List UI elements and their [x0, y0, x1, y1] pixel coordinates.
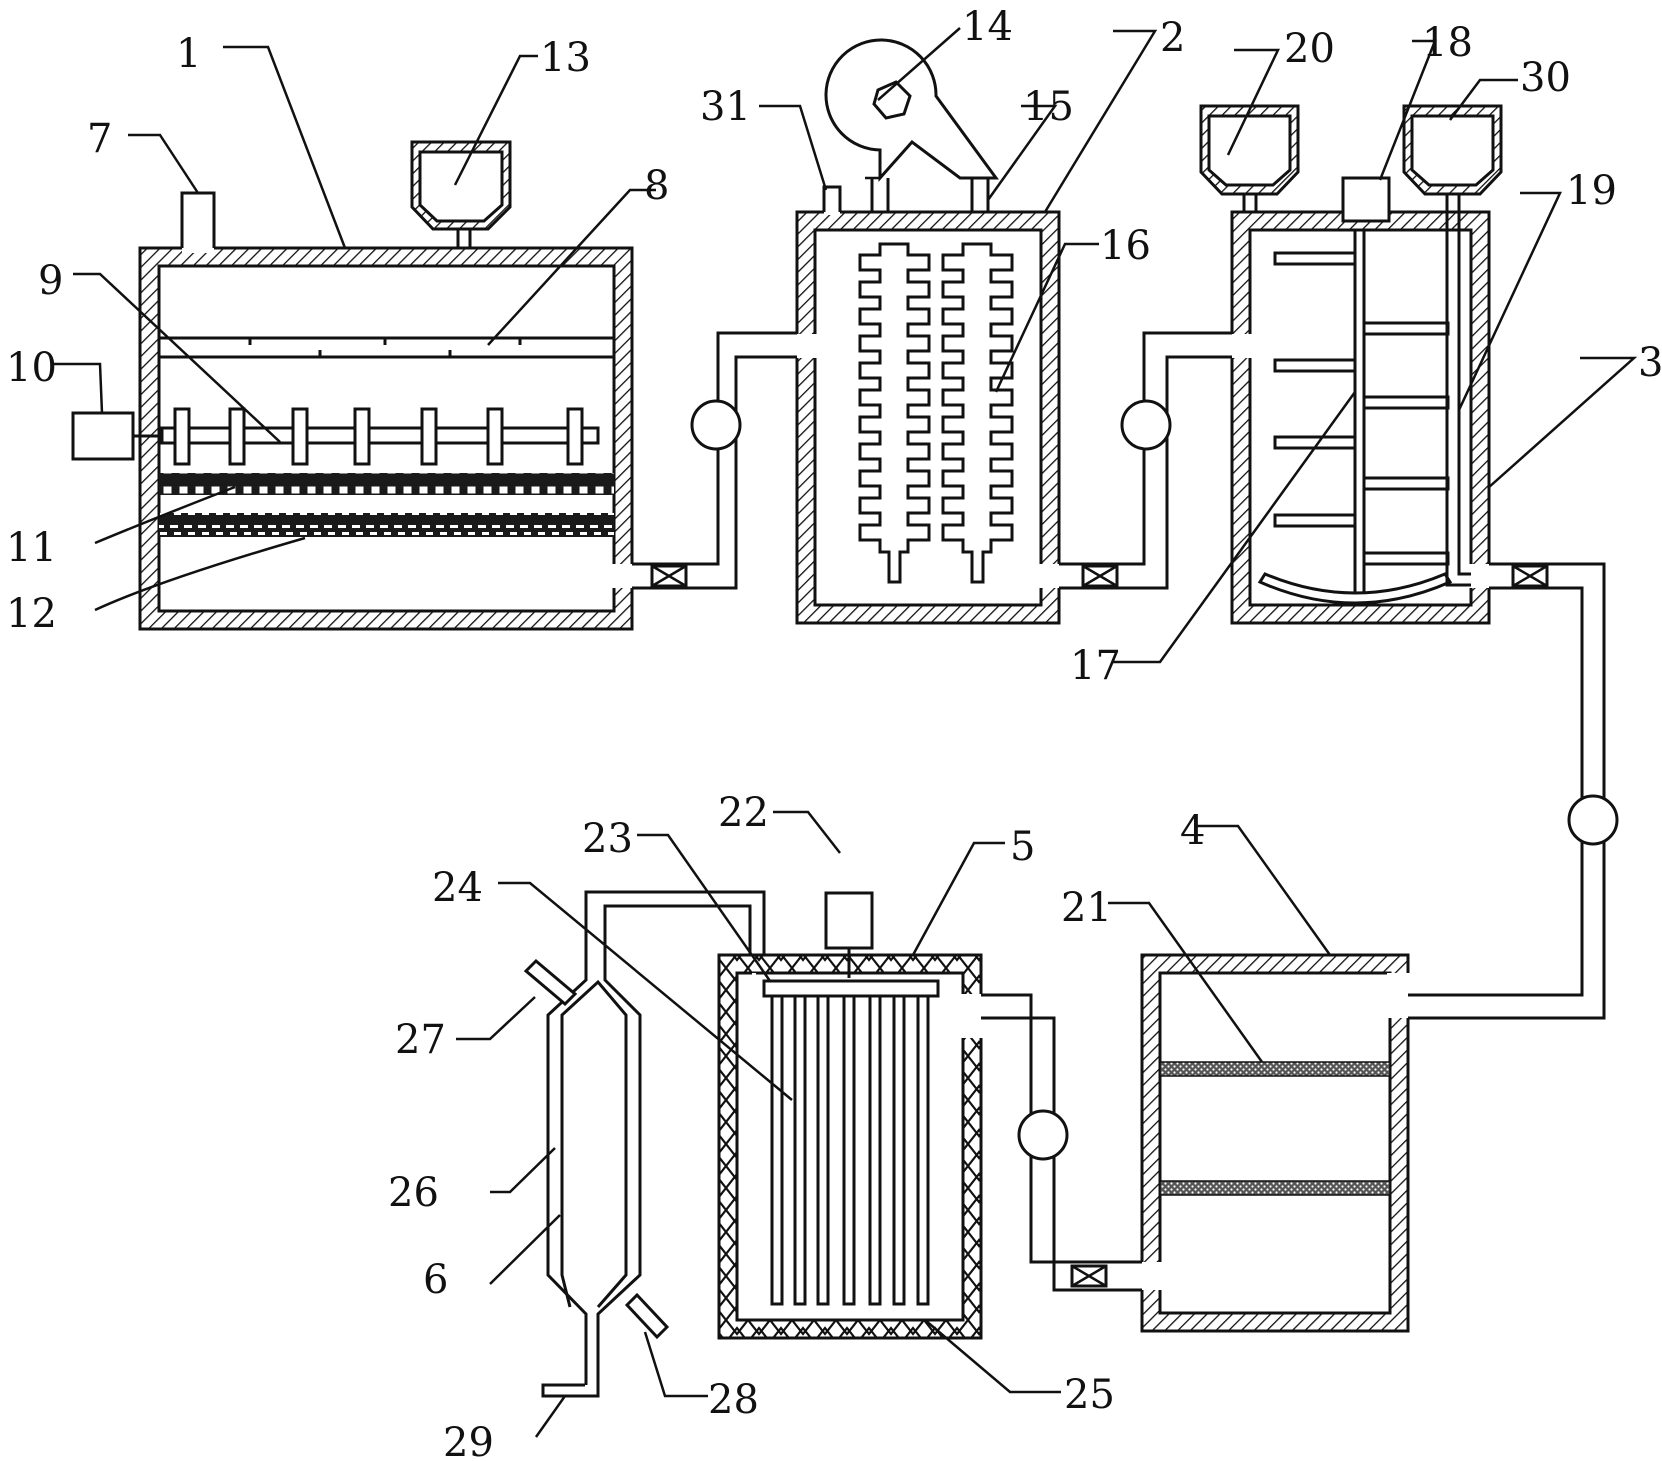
label-2: 2 — [1160, 15, 1185, 61]
valve-4 — [1070, 1264, 1108, 1288]
label-30: 30 — [1520, 55, 1571, 101]
stirrer-blades — [1273, 251, 1450, 566]
tank-5 — [717, 891, 985, 1340]
aeration-column-left — [858, 242, 931, 584]
label-24: 24 — [432, 865, 483, 911]
tank-4-wall — [1140, 953, 1410, 1333]
aeration-column-right — [941, 242, 1014, 584]
label-14: 14 — [962, 4, 1013, 50]
separator-inner — [560, 979, 628, 1308]
tank-5-insulated-wall — [717, 953, 983, 1340]
label-17: 17 — [1070, 643, 1121, 689]
label-8: 8 — [644, 163, 669, 209]
label-28: 28 — [708, 1377, 759, 1423]
electrode-header — [762, 979, 940, 998]
motor-box — [71, 411, 135, 461]
label-7: 7 — [87, 116, 112, 162]
hopper-20 — [1199, 104, 1300, 196]
stirrer-shaft-17 — [1353, 230, 1366, 597]
pump-2 — [1120, 399, 1172, 451]
label-9: 9 — [38, 258, 63, 304]
valve-2 — [1081, 564, 1119, 588]
label-18: 18 — [1422, 20, 1473, 66]
valves — [650, 564, 1549, 1288]
leader-lines — [53, 27, 1638, 1438]
tank-3-wall — [1230, 210, 1491, 625]
label-31: 31 — [700, 84, 751, 130]
label-22: 22 — [718, 790, 769, 836]
label-3: 3 — [1638, 340, 1662, 386]
label-21: 21 — [1061, 885, 1112, 931]
hopper-30 — [1402, 104, 1503, 196]
label-6: 6 — [423, 1257, 448, 1303]
filter-layer-12 — [159, 513, 614, 537]
generator-14 — [824, 38, 999, 182]
label-23: 23 — [582, 816, 633, 862]
label-25: 25 — [1064, 1372, 1115, 1418]
pump-1 — [690, 399, 742, 451]
tank-1 — [71, 140, 636, 631]
motor-22 — [824, 891, 874, 950]
filter-21-lower — [1159, 1180, 1391, 1196]
label-16: 16 — [1100, 223, 1151, 269]
label-13: 13 — [540, 35, 591, 81]
separator-6 — [523, 890, 766, 1398]
motor-18 — [1341, 176, 1391, 223]
tank-1-wall — [138, 246, 634, 631]
label-5: 5 — [1010, 824, 1035, 870]
label-1: 1 — [176, 31, 201, 77]
pump-3 — [1567, 794, 1619, 846]
label-10: 10 — [6, 345, 57, 391]
label-15: 15 — [1023, 84, 1074, 130]
label-29: 29 — [443, 1420, 494, 1461]
pump-4 — [1017, 1109, 1069, 1161]
tank-3 — [1199, 104, 1503, 625]
label-20: 20 — [1284, 26, 1335, 72]
filter-layer-11 — [159, 473, 614, 495]
label-19: 19 — [1566, 168, 1617, 214]
spray-plate — [159, 336, 614, 359]
pumps — [690, 399, 1619, 1161]
label-4: 4 — [1180, 808, 1205, 854]
nozzle-28 — [624, 1292, 670, 1340]
label-27: 27 — [395, 1017, 446, 1063]
tank-2 — [795, 38, 1062, 625]
scraper-bottom — [1257, 572, 1453, 605]
nozzle-27 — [523, 958, 578, 1007]
electrode-rods — [770, 994, 930, 1306]
label-26: 26 — [388, 1170, 439, 1216]
filter-21-upper — [1159, 1061, 1391, 1077]
stirring-paddles — [173, 407, 584, 466]
valve-1 — [650, 564, 688, 588]
stirring-shaft — [160, 426, 600, 445]
label-11: 11 — [6, 525, 57, 571]
tank-4 — [1139, 953, 1411, 1333]
label-12: 12 — [6, 591, 57, 637]
valve-3 — [1511, 564, 1549, 588]
hopper-13 — [410, 140, 512, 231]
callout-labels: 1 2 3 4 5 6 7 8 9 10 11 12 13 14 15 16 1… — [6, 4, 1662, 1461]
